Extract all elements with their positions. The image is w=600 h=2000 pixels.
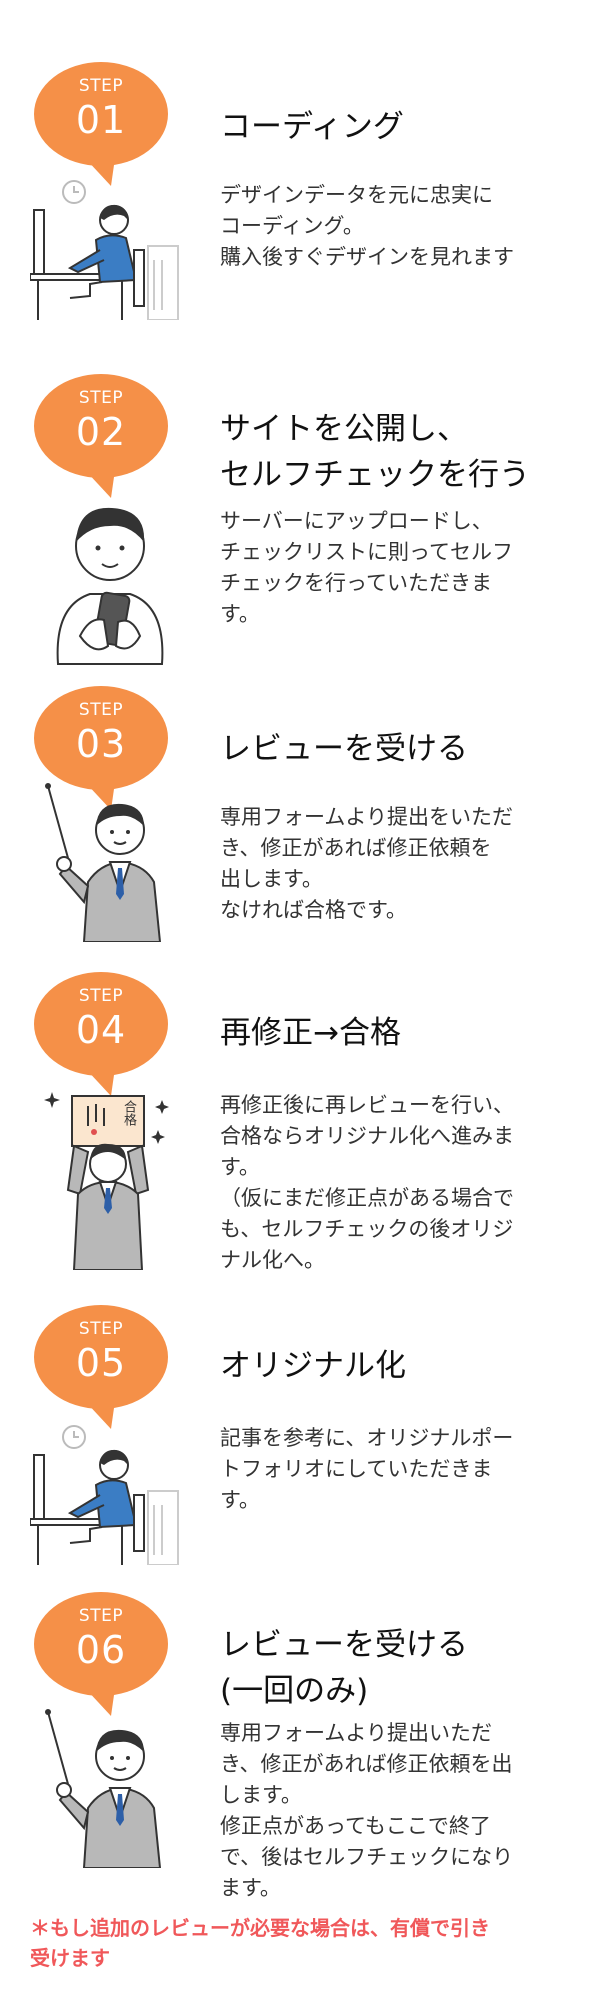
step-06: STEP 06 レビューを受ける (一回のみ) 専用フォームより提出いただ き、… xyxy=(0,1592,600,1912)
person-at-computer-icon xyxy=(30,1425,179,1565)
step-description: 記事を参考に、オリジナルポー トフォリオにしていただきま す。 xyxy=(220,1426,514,1512)
step-title: 再修正→合格 xyxy=(220,1015,401,1051)
step-03: STEP 03 レビューを受ける 専用フォームより提出をいただ き、修正があれば… xyxy=(0,686,600,966)
step-badge: STEP 04 xyxy=(33,972,169,1096)
step-description: 専用フォームより提出いただ き、修正があれば修正依頼を出 します。 修正点があっ… xyxy=(220,1721,514,1900)
step-description: 専用フォームより提出をいただ き、修正があれば修正依頼を 出します。 なければ合… xyxy=(220,805,513,922)
step-04: STEP 04 合格 再修正→合格 再修正後に再レビューを行い、 合格ならオリジ… xyxy=(0,972,600,1292)
step-01: STEP 01 コーディング デザインデータを元に忠実に コーディング。 購入後… xyxy=(0,62,600,362)
teacher-with-pointer-icon xyxy=(45,1709,162,1868)
step-badge: STEP 01 xyxy=(33,62,169,186)
step-description: デザインデータを元に忠実に コーディング。 購入後すぐデザインを見れます xyxy=(220,183,514,269)
step-title: コーディング xyxy=(220,109,404,145)
step-badge: STEP 03 xyxy=(33,686,169,810)
teacher-with-pointer-icon xyxy=(45,783,162,942)
step-badge: STEP 05 xyxy=(33,1305,169,1429)
person-at-computer-icon xyxy=(30,180,179,320)
step-title: レビューを受ける (一回のみ) xyxy=(220,1627,468,1709)
step-05: STEP 05 オリジナル化 記事を参考に、オリジナルポー トフォリオにしていた… xyxy=(0,1305,600,1585)
step-title: オリジナル化 xyxy=(220,1348,406,1384)
step-title: レビューを受ける xyxy=(220,731,468,767)
step-badge: STEP 06 xyxy=(33,1592,169,1716)
paid-review-note: ＊もし追加のレビューが必要な場合は、有償で引き 受けます xyxy=(30,1916,490,1970)
person-with-phone-icon xyxy=(56,507,164,665)
step-02: STEP 02 サイトを公開し、 セルフチェックを行う サーバーにアップロードし… xyxy=(0,374,600,674)
step-description: 再修正後に再レビューを行い、 合格ならオリジナル化へ進みま す。 （仮にまだ修正… xyxy=(220,1093,514,1272)
step-badge: STEP 02 xyxy=(33,374,169,498)
step-description: サーバーにアップロードし、 チェックリストに則ってセルフ チェックを行っていただ… xyxy=(220,509,513,626)
certificate-text: 合格 xyxy=(121,1100,136,1126)
step-title: サイトを公開し、 セルフチェックを行う xyxy=(220,411,530,493)
person-holding-certificate-icon: 合格 xyxy=(44,1090,174,1270)
